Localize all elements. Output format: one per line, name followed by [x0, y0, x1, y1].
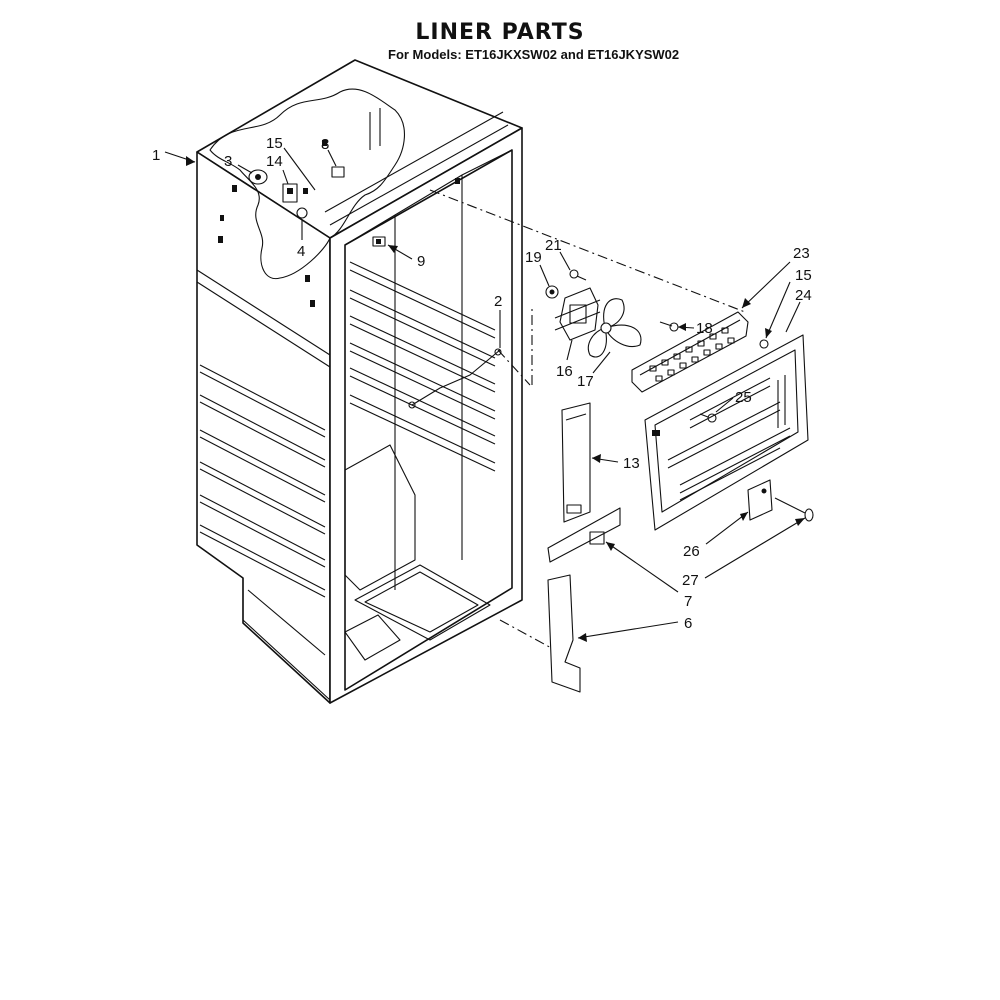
callout-17: 17 — [577, 373, 594, 390]
callout-24: 24 — [795, 287, 812, 304]
part-27-baffle — [547, 507, 621, 563]
callout-3: 3 — [224, 153, 232, 170]
part-15-screw-right — [759, 339, 769, 349]
callout-6: 6 — [684, 615, 692, 632]
part-21-screw — [569, 269, 587, 281]
part-18-screw — [659, 321, 679, 332]
part-2-wire-harness — [408, 348, 502, 409]
callout-4: 4 — [297, 243, 305, 260]
callout-27: 27 — [682, 572, 699, 589]
callout-23: 23 — [793, 245, 810, 262]
part-3-thermostat — [248, 169, 268, 185]
callout-7: 7 — [684, 593, 692, 610]
liner-cabinet — [196, 59, 523, 704]
callout-labels: 1 3 15 14 8 4 9 2 21 19 16 17 18 23 15 2… — [152, 135, 812, 632]
callout-19: 19 — [525, 249, 542, 266]
part-13-duct — [561, 402, 591, 523]
part-4-screw — [296, 207, 308, 219]
diagram-subtitle: For Models: ET16JKXSW02 and ET16JKYSW02 — [388, 47, 680, 62]
callout-26: 26 — [683, 543, 700, 560]
part-8-clip — [331, 166, 345, 178]
part-24-evaporator-cover — [644, 334, 809, 531]
part-19-grommet — [545, 285, 559, 299]
callout-15-left: 15 — [266, 135, 283, 152]
leader-lines — [164, 147, 806, 642]
part-6-air-duct — [547, 574, 581, 693]
callout-21: 21 — [545, 237, 562, 254]
callout-16: 16 — [556, 363, 573, 380]
callout-2: 2 — [494, 293, 502, 310]
part-9-bracket — [372, 236, 386, 247]
part-26-label — [747, 479, 814, 522]
part-16-fan-motor — [554, 287, 601, 341]
callout-8: 8 — [321, 136, 329, 153]
callout-1: 1 — [152, 147, 160, 164]
callout-13: 13 — [623, 455, 640, 472]
callout-15-right: 15 — [795, 267, 812, 284]
part-25-screw — [699, 413, 717, 423]
callout-25: 25 — [735, 389, 752, 406]
callout-14: 14 — [266, 153, 283, 170]
callout-18: 18 — [696, 320, 713, 337]
part-14-control — [282, 183, 298, 203]
part-23-light-housing — [631, 311, 749, 393]
diagram-title: LINER PARTS — [415, 20, 585, 45]
part-17-fan-blade — [587, 298, 642, 358]
callout-9: 9 — [417, 253, 425, 270]
